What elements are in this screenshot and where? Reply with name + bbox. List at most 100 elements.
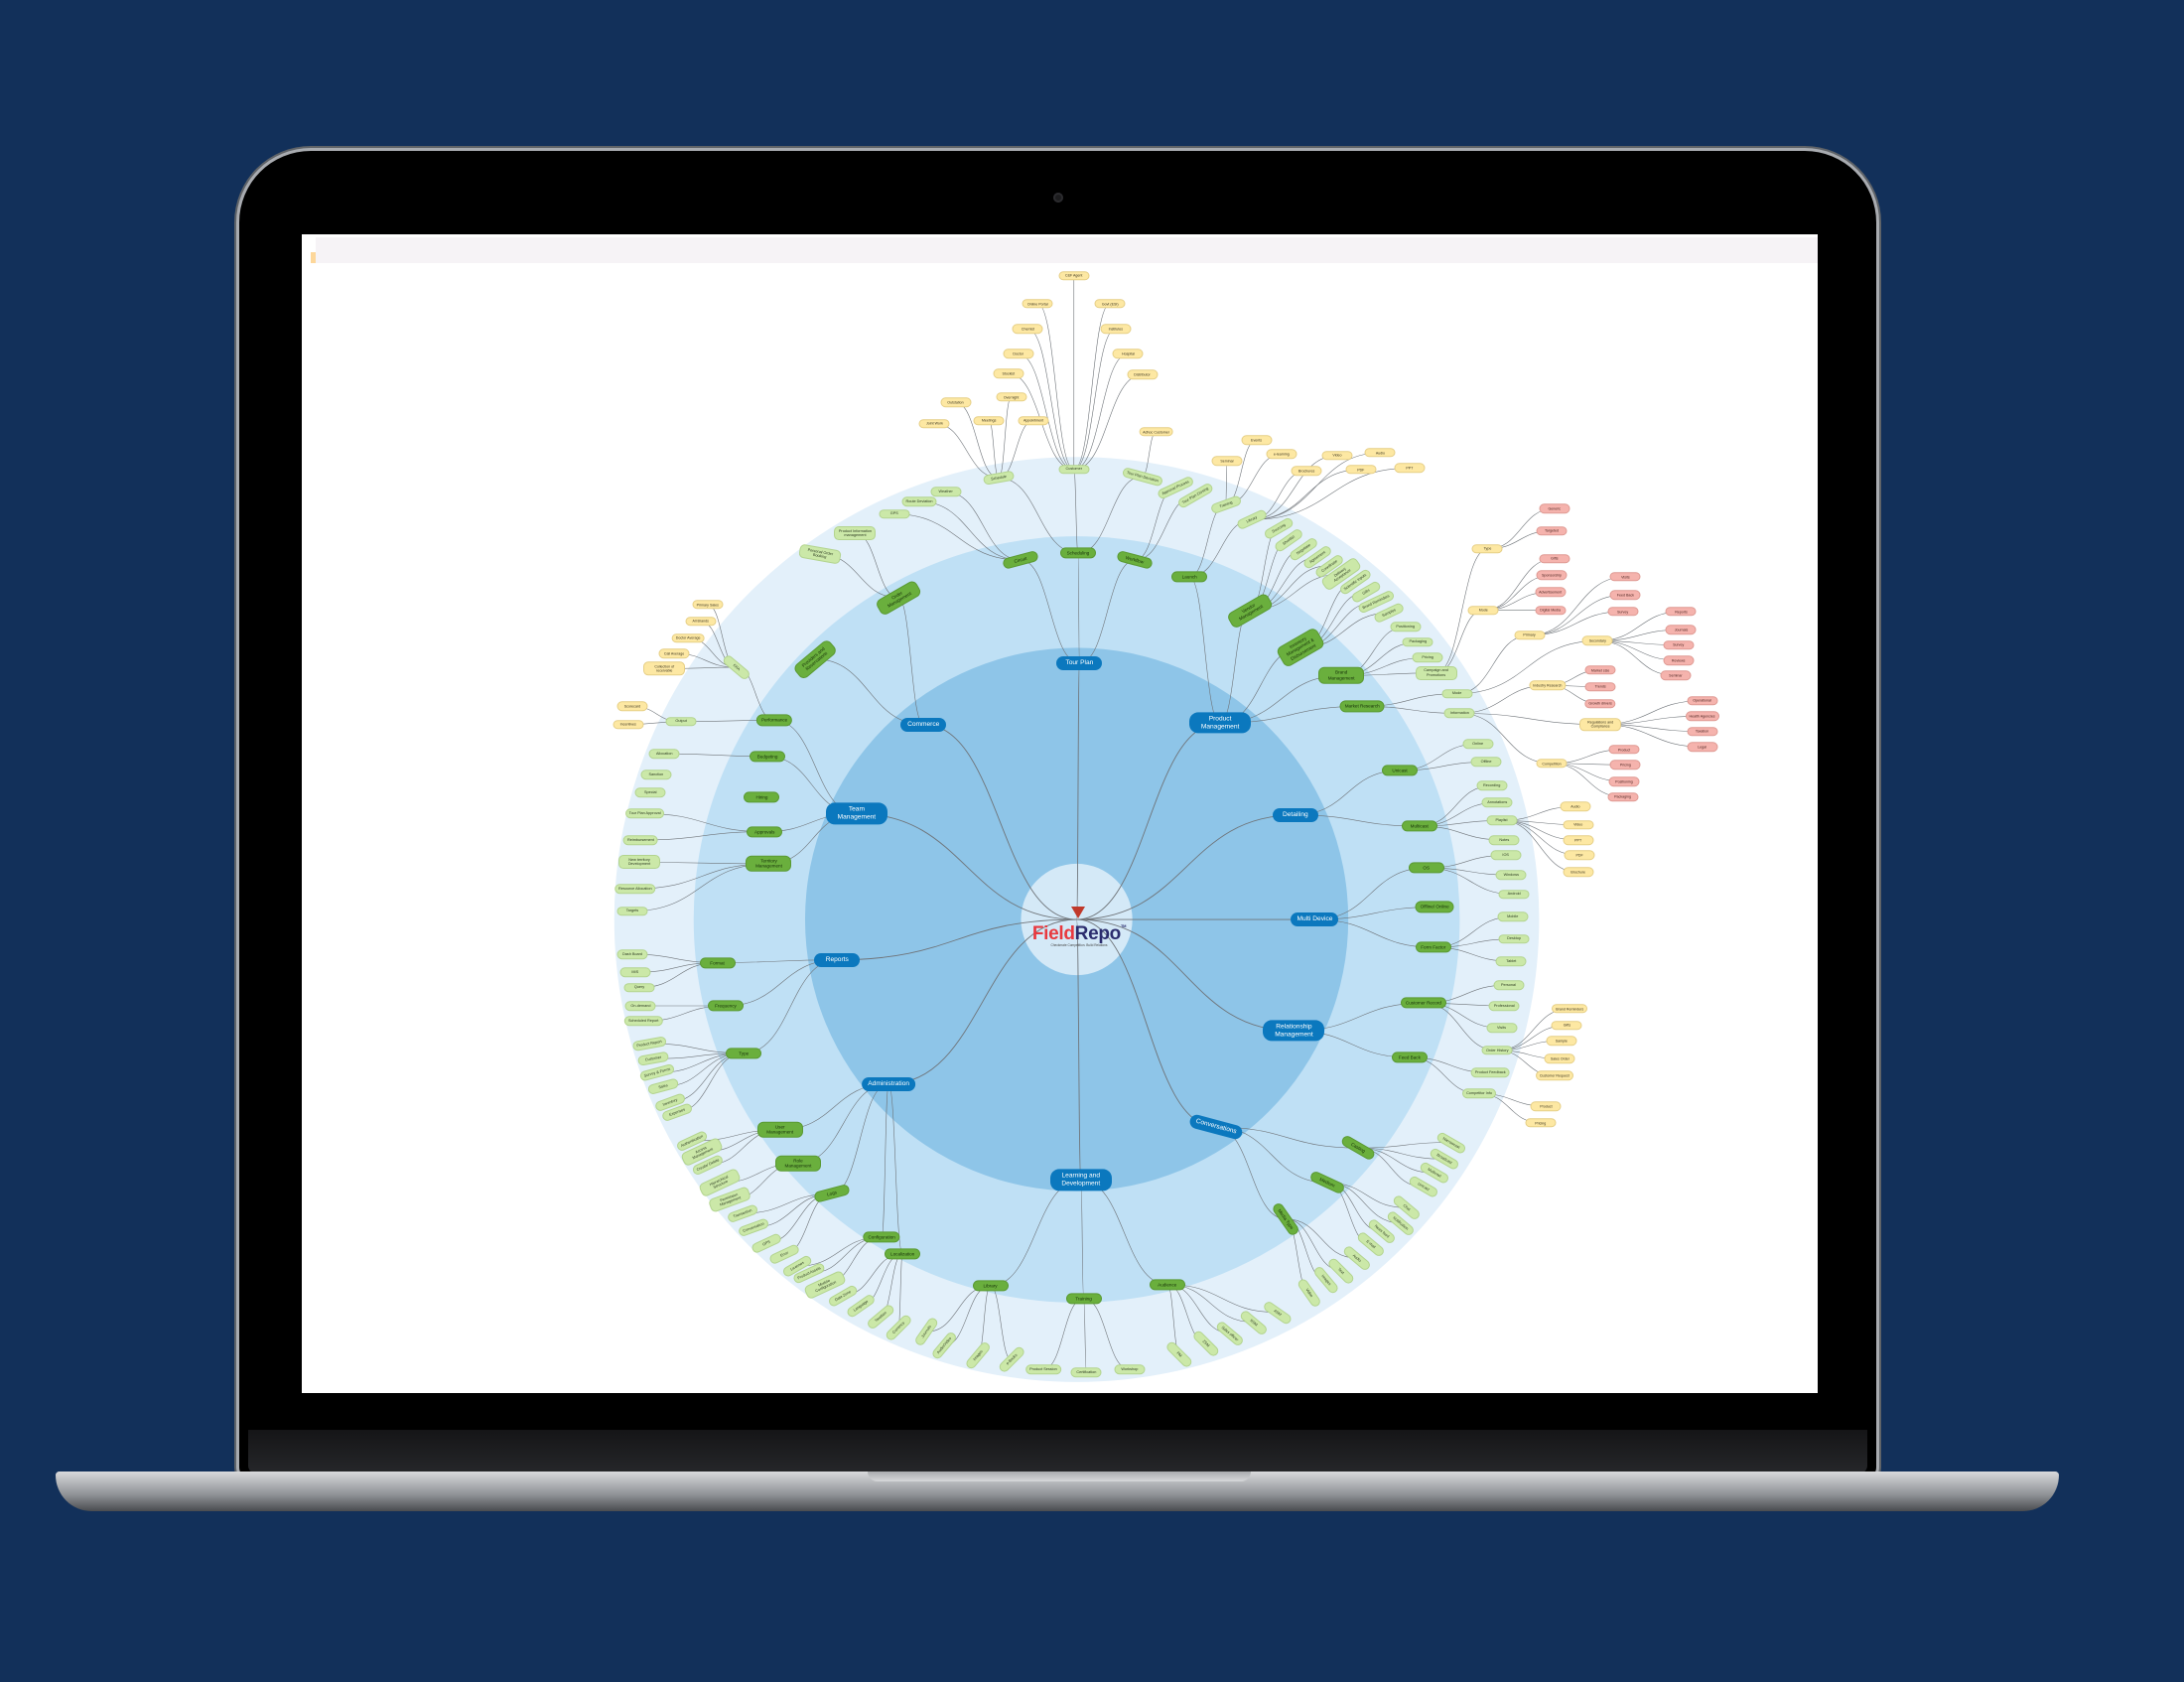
node-packaging: Packaging (1402, 637, 1433, 647)
connector-reimbursement (640, 831, 765, 841)
node-order-history: Order History (1481, 1046, 1513, 1055)
node-reports: Reports (814, 952, 861, 967)
node-mobile: Mobile (1497, 911, 1529, 921)
node-sanction: Sanction (640, 770, 672, 779)
node-doctor-average: Doctor Average (671, 632, 705, 643)
node-market-research: Market Research (1339, 700, 1385, 712)
node-market-size: Market size (1584, 665, 1616, 675)
node-learning-and-development: Learning and Development (1049, 1169, 1112, 1191)
node-adhoc-customer: Adhoc Customer (1139, 427, 1173, 437)
node-packaging: Packaging (1607, 791, 1639, 802)
node-doctor: Doctor (1003, 349, 1034, 359)
laptop-bezel-bottom (248, 1430, 1867, 1473)
node-personal: Personal (1493, 980, 1524, 990)
node-survey: Survey (1607, 607, 1639, 617)
bull-head-logo-icon (1070, 906, 1085, 918)
node-special: Special (634, 787, 666, 798)
node-route-deviation: Route Deviation (901, 496, 937, 506)
node-launch: Launch (1171, 571, 1208, 583)
node-survey: Survey (1663, 639, 1695, 650)
node-generic: Generic (1539, 503, 1570, 513)
node-events: Events (1241, 435, 1273, 446)
node-video: Video (1563, 819, 1594, 830)
node-online: Online (1462, 739, 1494, 750)
node-form-factor: Form Factor (1415, 941, 1451, 953)
node-journals: Journals (1665, 625, 1697, 634)
node-sample: Sample (1546, 1036, 1577, 1046)
connector-ppt (1252, 468, 1410, 520)
logo-tagline: Checkmate Competition. Build Relations (1050, 943, 1108, 947)
node-query: Query (623, 982, 655, 993)
connector-audio (1252, 452, 1381, 520)
node-team-management: Team Management (825, 802, 887, 824)
node-territory-management: Territory Management (746, 855, 792, 873)
node-c-f-agent: C&F Agent (1058, 271, 1090, 281)
node-role-management: Role Management (774, 1155, 821, 1172)
node-tour-plan-approval: Tour Plan Approval (624, 808, 665, 819)
node-mode: Mode (1441, 688, 1473, 699)
node-weather: Weather (930, 487, 962, 497)
node-performance: Performance (755, 714, 793, 727)
node-campaign-and-promotions: Campaign and Promotions (1415, 665, 1457, 680)
node-tour-plan: Tour Plan (1056, 655, 1103, 670)
node-growth-drivers: Growth drivers (1584, 698, 1616, 709)
webcam-icon (1053, 193, 1063, 203)
node-localization: Localization (885, 1248, 921, 1260)
connector-reports (837, 918, 1077, 961)
node-pricing: Pricing (1412, 652, 1443, 663)
node-annotations: Annotations (1481, 797, 1513, 807)
node-desktop: Desktop (1498, 933, 1530, 944)
node-scheduling: Scheduling (1059, 547, 1096, 559)
node-product-feedback: Product Feedback (1470, 1067, 1510, 1078)
connector-online-portal (1037, 303, 1074, 471)
node-customer-request: Customer Request (1535, 1070, 1573, 1080)
node-call-average: Call Average (658, 648, 690, 658)
connector-learning-and-development (1076, 918, 1082, 1181)
node-targeted: Targeted (1536, 525, 1568, 536)
connector-team-management (856, 812, 1077, 920)
node-outstation: Outstation (940, 397, 971, 408)
node-hospital: Hospital (1112, 349, 1144, 359)
logo-field: Field (1031, 923, 1075, 944)
node-health-agencies: Health Agencies (1685, 711, 1719, 721)
node-approvals: Approvals (747, 825, 783, 838)
node-relationship-management: Relationship Management (1263, 1020, 1325, 1042)
node-chemist: Chemist (1012, 324, 1043, 334)
node-dash-board: Dash Board (616, 949, 648, 959)
node-positioning: Positioning (1390, 622, 1422, 632)
node-library: Library (972, 1280, 1009, 1292)
node-competitor-info: Competitor Info (1462, 1088, 1497, 1099)
node-overnight: Overnight (996, 392, 1027, 402)
node-advertisement: Advertisement (1535, 587, 1567, 598)
connector-secondary (1456, 640, 1598, 695)
node-new-territory-development: New territory Development (618, 855, 660, 870)
node-commerce: Commerce (900, 717, 947, 732)
node-professional: Professional (1488, 1001, 1520, 1011)
node-video: Video (1321, 451, 1353, 461)
node-type: Type (726, 1048, 762, 1059)
node-ios: IOS (1490, 850, 1522, 861)
node-mis: MIS (619, 967, 651, 978)
node-trends: Trends (1584, 681, 1616, 692)
node-visits: Visits (1486, 1023, 1517, 1034)
node-audience: Audience (1149, 1278, 1185, 1291)
laptop-base (56, 1472, 2059, 1511)
node-mode: Mode (1467, 605, 1499, 616)
node-sales-order: Sales Order (1544, 1053, 1575, 1064)
connector-commerce (923, 724, 1077, 920)
connector-institutes (1073, 328, 1116, 471)
node-seminar: Seminar (1660, 670, 1692, 681)
node-legal: Legal (1687, 742, 1718, 752)
node-reports: Reports (1665, 607, 1697, 617)
node-brochure: Brochure (1563, 867, 1594, 878)
node-offline: Offline (1470, 757, 1502, 768)
node-resource-allocation: Resource Allocation (614, 884, 656, 894)
fieldrepo-logo: FieldRepoTM Checkmate Competition. Build… (1024, 902, 1134, 947)
node-collection-of-receivable: Collection of receivable (643, 661, 686, 676)
connector-localization (887, 1083, 903, 1255)
node-ppt: PPT (1563, 835, 1594, 845)
node-information: Information (1443, 708, 1475, 719)
connector-relationship-management (1076, 918, 1295, 1032)
